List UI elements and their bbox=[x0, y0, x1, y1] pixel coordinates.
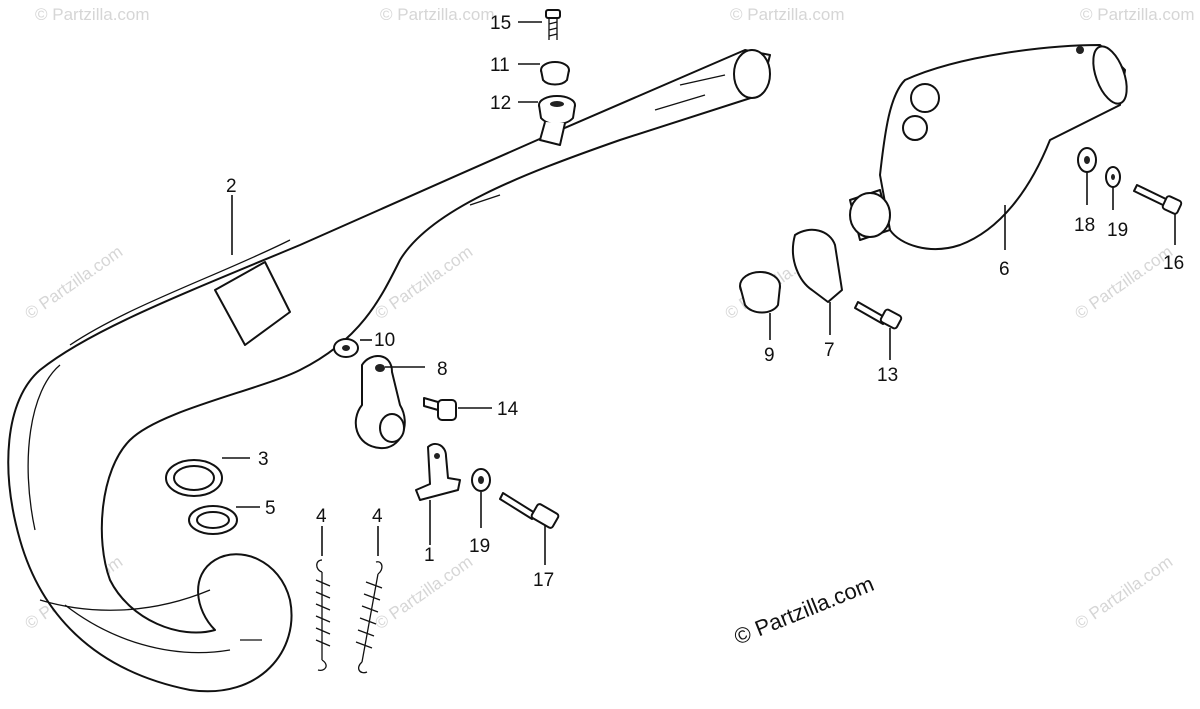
watermark: © Partzilla.com bbox=[21, 242, 126, 323]
callout-3: 3 bbox=[258, 449, 269, 470]
small-parts-left bbox=[165, 338, 560, 674]
callout-19: 19 bbox=[469, 536, 490, 557]
watermark: © Partzilla.com bbox=[380, 5, 495, 24]
silencer-drawing bbox=[739, 44, 1183, 330]
watermark: © Partzilla.com bbox=[1080, 5, 1195, 24]
callout-1: 1 bbox=[424, 545, 435, 566]
watermark: © Partzilla.com bbox=[35, 5, 150, 24]
watermark: © Partzilla.com bbox=[730, 5, 845, 24]
callout-14: 14 bbox=[497, 399, 519, 420]
watermark: © Partzilla.com bbox=[1071, 552, 1176, 633]
callout-15: 15 bbox=[490, 13, 511, 34]
callout-12: 12 bbox=[490, 93, 511, 114]
callout-9: 9 bbox=[764, 345, 775, 366]
callout-16: 16 bbox=[1163, 253, 1184, 274]
callout-6: 6 bbox=[999, 259, 1010, 280]
callout-4: 4 bbox=[372, 506, 383, 527]
callout-8: 8 bbox=[437, 359, 448, 380]
copyright-text: © Partzilla.com bbox=[731, 571, 878, 650]
callout-5: 5 bbox=[265, 498, 276, 519]
callout-18: 18 bbox=[1074, 215, 1095, 236]
exhaust-pipe-drawing bbox=[7, 49, 771, 693]
watermark: © Partzilla.com bbox=[1071, 242, 1176, 323]
callout-13: 13 bbox=[877, 365, 898, 386]
callout-11: 11 bbox=[490, 55, 510, 76]
callout-7: 7 bbox=[824, 340, 835, 361]
mount-hardware-top bbox=[538, 9, 576, 146]
leader-lines bbox=[222, 21, 1176, 565]
callout-2: 2 bbox=[226, 176, 237, 197]
callout-labels: 15 11 12 2 10 8 14 3 5 4 4 1 19 17 9 7 1… bbox=[226, 13, 1184, 591]
callout-10: 10 bbox=[374, 330, 395, 351]
callout-4: 4 bbox=[316, 506, 327, 527]
callout-17: 17 bbox=[533, 570, 554, 591]
callout-19: 19 bbox=[1107, 220, 1128, 241]
